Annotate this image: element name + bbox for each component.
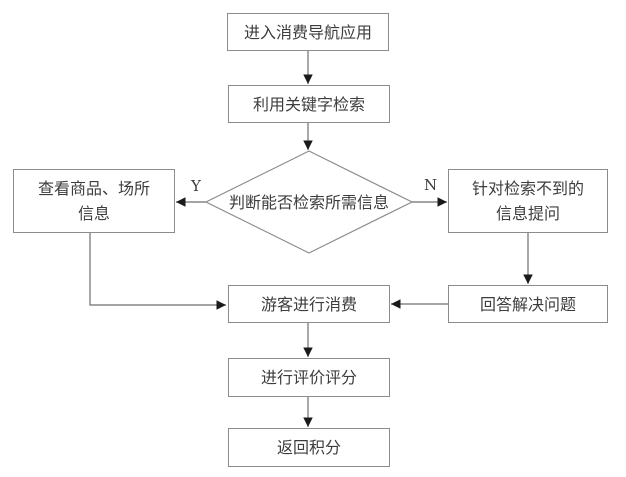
node-ask-question: 针对检索不到的 信息提问 xyxy=(448,169,608,233)
node-rate: 进行评价评分 xyxy=(228,358,390,397)
node-decision: 判断能否检索所需信息 xyxy=(206,151,412,253)
node-consume: 游客进行消费 xyxy=(228,285,390,323)
node-enter-app-label: 进入消费导航应用 xyxy=(243,22,372,42)
node-keyword-search: 利用关键字检索 xyxy=(228,85,390,123)
node-points-label: 返回积分 xyxy=(276,438,341,457)
label-yes: Y xyxy=(191,177,201,195)
node-answer: 回答解决问题 xyxy=(448,285,608,323)
node-consume-label: 游客进行消费 xyxy=(260,294,357,314)
decision-diamond-shape xyxy=(204,150,414,254)
node-rate-label: 进行评价评分 xyxy=(260,368,357,387)
node-points: 返回积分 xyxy=(228,428,390,467)
node-view-info: 查看商品、场所 信息 xyxy=(13,169,175,233)
node-ask-question-label: 针对检索不到的 信息提问 xyxy=(471,179,584,223)
node-view-info-label: 查看商品、场所 信息 xyxy=(37,179,150,223)
node-keyword-search-label: 利用关键字检索 xyxy=(252,94,365,114)
node-answer-label: 回答解决问题 xyxy=(479,294,576,314)
edge-viewinfo-to-consume xyxy=(89,232,226,310)
label-no: N xyxy=(424,176,438,194)
node-enter-app: 进入消费导航应用 xyxy=(227,13,389,51)
node-decision-label: 判断能否检索所需信息 xyxy=(228,192,389,212)
